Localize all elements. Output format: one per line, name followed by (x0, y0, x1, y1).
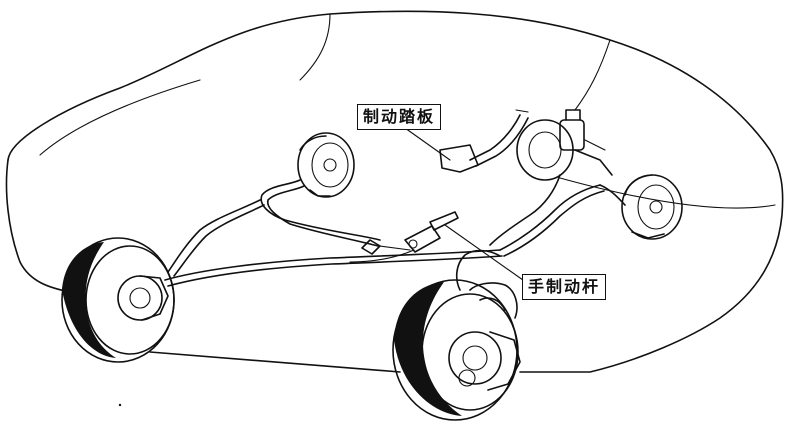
rear-left-brake-drum (297, 132, 355, 198)
brake-pedal-leader (404, 127, 451, 161)
brake-pedal-label: 制动踏板 (357, 104, 442, 130)
rear-right-brake-drum (621, 174, 683, 240)
front-right-wheel (392, 279, 521, 421)
car-body-outline (5, 10, 784, 373)
hand-brake-leader (444, 224, 531, 286)
hand-brake-lever-mechanism (349, 211, 459, 263)
stray-dot (118, 403, 122, 407)
master-cylinder-booster (516, 109, 613, 181)
brake-pedal-assembly (439, 109, 529, 173)
rear-left-wheel (61, 237, 175, 363)
brake-lines (164, 174, 626, 319)
hand-brake-lever-label: 手制动杆 (522, 274, 607, 300)
